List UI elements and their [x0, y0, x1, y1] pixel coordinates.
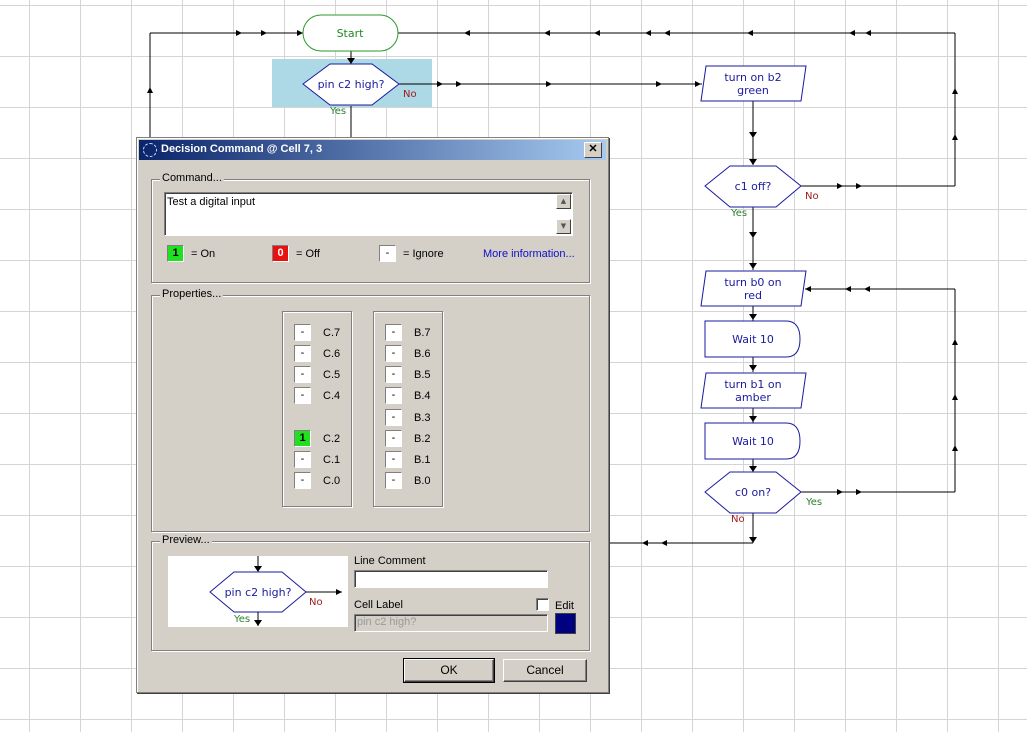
decision1-yes-label: Yes	[329, 106, 346, 117]
port-c-pin-label: C.7	[323, 327, 341, 339]
port-b-pin-label: B.2	[414, 433, 431, 445]
dialog-title: Decision Command @ Cell 7, 3	[161, 143, 323, 155]
port-b-pin-toggle-B3[interactable]: -	[385, 409, 402, 426]
port-c-panel	[282, 311, 352, 507]
legend-on-box: 1	[167, 245, 184, 262]
port-b-pin-label: B.1	[414, 454, 431, 466]
port-c-pin-label: C.4	[323, 390, 341, 402]
cell-label-label: Cell Label	[354, 599, 403, 611]
legend-ignore-label: = Ignore	[403, 248, 444, 260]
legend-off-box: 0	[272, 245, 289, 262]
port-b-pin-label: B.3	[414, 412, 431, 424]
preview-group-label: Preview...	[160, 534, 212, 546]
start-label: Start	[337, 27, 365, 40]
properties-group-label: Properties...	[160, 288, 224, 300]
action-b0-line1: turn b0 on	[724, 276, 781, 289]
label-color-swatch[interactable]	[555, 613, 576, 634]
port-c-pin-label: C.6	[323, 348, 341, 360]
dialog-titlebar[interactable]: Decision Command @ Cell 7, 3 ✕	[139, 140, 606, 160]
port-c-pin-label: C.2	[323, 433, 341, 445]
decision1-no-label: No	[403, 89, 417, 100]
connector-arrowheads	[147, 30, 958, 546]
port-c-pin-toggle-C4[interactable]: -	[294, 387, 311, 404]
port-c-pin-label: C.1	[323, 454, 341, 466]
port-b-pin-label: B.4	[414, 390, 431, 402]
port-c-pin-toggle-C1[interactable]: -	[294, 451, 311, 468]
cancel-button[interactable]: Cancel	[503, 659, 587, 682]
line-comment-label: Line Comment	[354, 555, 426, 567]
output-turn-b0-on-red[interactable]: turn b0 on red	[700, 270, 807, 307]
preview-group: Preview... pin c2 high? No Yes Line Comm…	[151, 534, 590, 651]
port-b-pin-toggle-B2[interactable]: -	[385, 430, 402, 447]
port-b-pin-label: B.7	[414, 327, 431, 339]
port-c-pin-toggle-C7[interactable]: -	[294, 324, 311, 341]
port-b-pin-toggle-B5[interactable]: -	[385, 366, 402, 383]
decision-pin-c2-high[interactable]: pin c2 high?	[302, 63, 400, 106]
port-b-pin-label: B.5	[414, 369, 431, 381]
decision2-label: c1 off?	[735, 180, 772, 193]
port-b-pin-toggle-B4[interactable]: -	[385, 387, 402, 404]
decision-c0-on[interactable]: c0 on?	[704, 471, 802, 514]
output-turn-on-b2-green[interactable]: turn on b2 green	[700, 65, 807, 102]
decision3-yes-label: Yes	[805, 497, 822, 508]
command-group-label: Command...	[160, 172, 224, 184]
wait-block-1[interactable]: Wait 10	[704, 320, 801, 358]
preview-canvas: pin c2 high? No Yes	[168, 556, 348, 627]
scroll-down-button[interactable]: ▼	[556, 219, 571, 234]
action-b2-line1: turn on b2	[724, 71, 781, 84]
command-group: Command... Test a digital input ▲ ▼ 1 = …	[151, 172, 590, 283]
wait-block-2[interactable]: Wait 10	[704, 422, 801, 460]
legend-off-label: = Off	[296, 248, 320, 260]
scroll-up-button[interactable]: ▲	[556, 194, 571, 209]
decision3-label: c0 on?	[735, 486, 771, 499]
action-b0-line2: red	[744, 289, 762, 302]
port-c-pin-toggle-C0[interactable]: -	[294, 472, 311, 489]
port-b-pin-label: B.6	[414, 348, 431, 360]
decision-c1-off[interactable]: c1 off?	[704, 165, 802, 208]
port-c-pin-toggle-C2[interactable]: 1	[294, 430, 311, 447]
preview-shape-text: pin c2 high?	[225, 586, 292, 599]
port-b-pin-toggle-B6[interactable]: -	[385, 345, 402, 362]
decision2-no-label: No	[805, 191, 819, 202]
cell-label-placeholder: pin c2 high?	[357, 616, 417, 628]
port-c-pin-toggle-C6[interactable]: -	[294, 345, 311, 362]
app-icon	[143, 143, 157, 157]
port-c-pin-toggle-C5[interactable]: -	[294, 366, 311, 383]
action-b1-line2: amber	[735, 391, 771, 404]
decision-command-dialog: Decision Command @ Cell 7, 3 ✕ Command..…	[136, 137, 609, 693]
port-b-pin-toggle-B7[interactable]: -	[385, 324, 402, 341]
port-b-pin-toggle-B0[interactable]: -	[385, 472, 402, 489]
legend-on-label: = On	[191, 248, 216, 260]
wait1-label: Wait 10	[732, 333, 774, 346]
edit-checkbox[interactable]	[536, 598, 549, 611]
close-button[interactable]: ✕	[584, 142, 602, 158]
output-turn-b1-on-amber[interactable]: turn b1 on amber	[700, 372, 807, 409]
preview-yes-label: Yes	[233, 614, 250, 625]
decision3-no-label: No	[731, 514, 745, 525]
action-b2-line2: green	[737, 84, 769, 97]
port-b-pin-label: B.0	[414, 475, 431, 487]
port-b-panel	[373, 311, 443, 507]
preview-no-label: No	[309, 597, 323, 608]
line-comment-input[interactable]	[354, 570, 548, 588]
decision2-yes-label: Yes	[730, 208, 747, 219]
wait2-label: Wait 10	[732, 435, 774, 448]
edit-checkbox-label: Edit	[555, 600, 574, 612]
decision1-label: pin c2 high?	[318, 78, 385, 91]
more-information-link[interactable]: More information...	[483, 248, 575, 260]
command-text: Test a digital input	[167, 196, 256, 208]
start-terminator[interactable]: Start	[302, 14, 399, 52]
action-b1-line1: turn b1 on	[724, 378, 781, 391]
port-b-pin-toggle-B1[interactable]: -	[385, 451, 402, 468]
ok-button[interactable]: OK	[403, 658, 495, 683]
port-c-pin-label: C.5	[323, 369, 341, 381]
legend-ignore-box: -	[379, 245, 396, 262]
cell-label-input: pin c2 high?	[354, 614, 548, 632]
port-c-pin-label: C.0	[323, 475, 341, 487]
command-textarea[interactable]: Test a digital input ▲ ▼	[164, 192, 573, 236]
